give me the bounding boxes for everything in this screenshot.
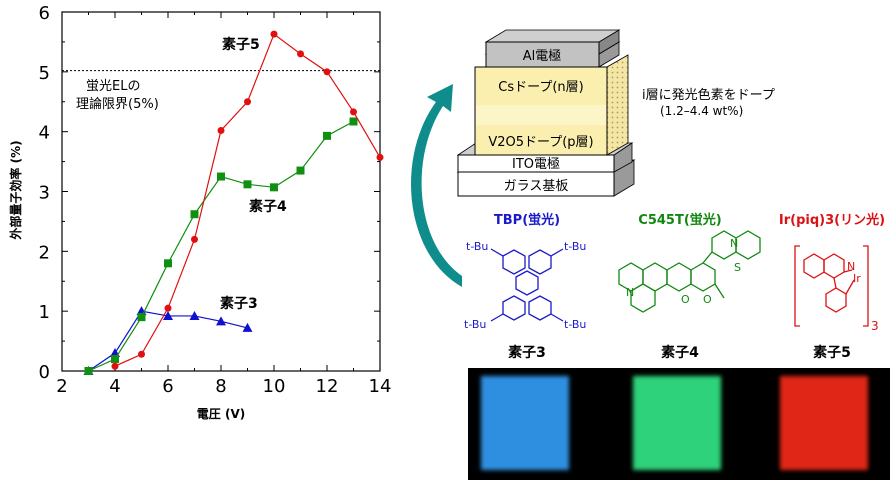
layer-al: Al電極	[484, 29, 621, 68]
series-1-point	[190, 210, 199, 219]
y-tick-label: 2	[39, 242, 50, 263]
series-2-point	[191, 235, 198, 243]
tbp-label-tbu-1: t-Bu	[466, 240, 488, 253]
series-1-point	[270, 183, 278, 192]
layer-label-al: Al電極	[523, 48, 562, 64]
y-tick-label: 4	[39, 123, 50, 144]
x-tick-label: 6	[162, 376, 173, 397]
series-2-point	[244, 98, 251, 106]
series-0-point	[216, 316, 226, 326]
layer-label-glass: ガラス基板	[504, 179, 569, 194]
series-2-point	[297, 50, 304, 58]
layer-organic-stack: Csドープ(n層) V2O5ドープ(p層)	[474, 54, 629, 156]
series-line-1	[88, 120, 354, 372]
irpiq-structure	[794, 245, 869, 327]
y-tick-label: 0	[39, 362, 50, 383]
series-2-point	[138, 350, 145, 358]
series-2-point	[376, 153, 384, 161]
series-1-point	[349, 117, 358, 126]
tbp-label-tbu-3: t-Bu	[464, 318, 486, 331]
series-1-point	[84, 367, 93, 375]
series-1-point	[164, 259, 172, 268]
emission-device3	[481, 376, 569, 470]
series-1-point	[323, 131, 331, 140]
theoretical-limit-label-2: 理論限界(5%)	[76, 96, 159, 112]
c545t-label-s: S	[734, 261, 741, 274]
x-tick-label: 10	[263, 376, 286, 397]
tbp-label-tbu-2: t-Bu	[564, 240, 586, 253]
y-tick-label: 1	[39, 302, 50, 323]
c545t-label-o: O	[681, 293, 690, 306]
emission-photo	[468, 368, 890, 480]
series-2-point	[164, 304, 172, 312]
c545t-label-o2: O	[703, 293, 712, 306]
y-axis-label: 外部量子効率 (%)	[8, 140, 23, 239]
series-1-point	[243, 180, 252, 189]
molecule-name-c545t: C545T(蛍光)	[638, 212, 721, 228]
i-layer-note: i層に発光色素をドープ	[642, 87, 775, 103]
y-tick-label: 3	[39, 183, 50, 204]
device-label-3: 素子3	[508, 344, 546, 361]
molecule-name-tbp: TBP(蛍光)	[494, 212, 560, 228]
molecule-name-irpiq: Ir(piq)3(リン光)	[779, 212, 885, 228]
x-tick-label: 2	[56, 376, 67, 397]
series-1-point	[217, 172, 225, 181]
tbp-label-tbu-4: t-Bu	[564, 318, 586, 331]
x-tick-label: 12	[316, 376, 339, 397]
x-tick-label: 8	[215, 376, 226, 397]
series-1-point	[111, 355, 119, 364]
molecules: TBP(蛍光) C545T(蛍光) Ir(piq)3(リン光) t-Bu t-B…	[464, 212, 885, 361]
series-1-point	[296, 166, 305, 175]
emission-device5	[780, 376, 868, 470]
device-stack-diagram: ガラス基板 ITO電極 Csドープ(n層) V2O5ドープ(p層) Al電極	[456, 29, 775, 197]
series-2-point	[111, 362, 119, 370]
layer-label-n: Csドープ(n層)	[498, 80, 583, 95]
series-2-point	[323, 68, 331, 76]
theoretical-limit-label-1: 蛍光ELの	[86, 79, 140, 94]
axis-ticks	[61, 11, 381, 372]
device-label-4: 素子4	[661, 344, 699, 361]
c545t-label-n: N	[626, 286, 634, 299]
series-2-point	[270, 30, 278, 38]
c545t-label-n2: N	[730, 237, 738, 250]
series-1-point	[137, 313, 146, 322]
tbp-structure	[490, 248, 564, 322]
series-layer	[83, 30, 384, 375]
y-tick-label: 5	[39, 63, 50, 84]
series-0-point	[189, 310, 200, 320]
irpiq-label-n: N	[847, 260, 855, 273]
series-label-device3: 素子3	[220, 295, 258, 312]
series-label-device4: 素子4	[249, 198, 287, 215]
series-0-point	[242, 322, 253, 332]
curved-arrow	[411, 84, 462, 287]
series-2-point	[217, 126, 225, 134]
irpiq-label-3: 3	[871, 319, 879, 333]
device-label-5: 素子5	[813, 344, 851, 361]
series-line-2	[114, 33, 381, 367]
series-2-point	[350, 108, 357, 116]
i-layer-range: (1.2–4.4 wt%)	[660, 104, 743, 118]
y-tick-label: 6	[39, 3, 50, 24]
x-tick-label: 4	[109, 376, 120, 397]
x-tick-label: 14	[369, 376, 392, 397]
c545t-structure	[618, 230, 761, 313]
series-0-point	[163, 310, 173, 320]
layer-label-ito: ITO電極	[512, 156, 560, 172]
x-axis-label: 電圧 (V)	[197, 407, 245, 421]
irpiq-label-ir: Ir	[853, 272, 861, 285]
series-label-device5: 素子5	[222, 36, 260, 53]
emission-device4	[633, 376, 721, 470]
layer-label-p: V2O5ドープ(p層)	[488, 135, 593, 150]
